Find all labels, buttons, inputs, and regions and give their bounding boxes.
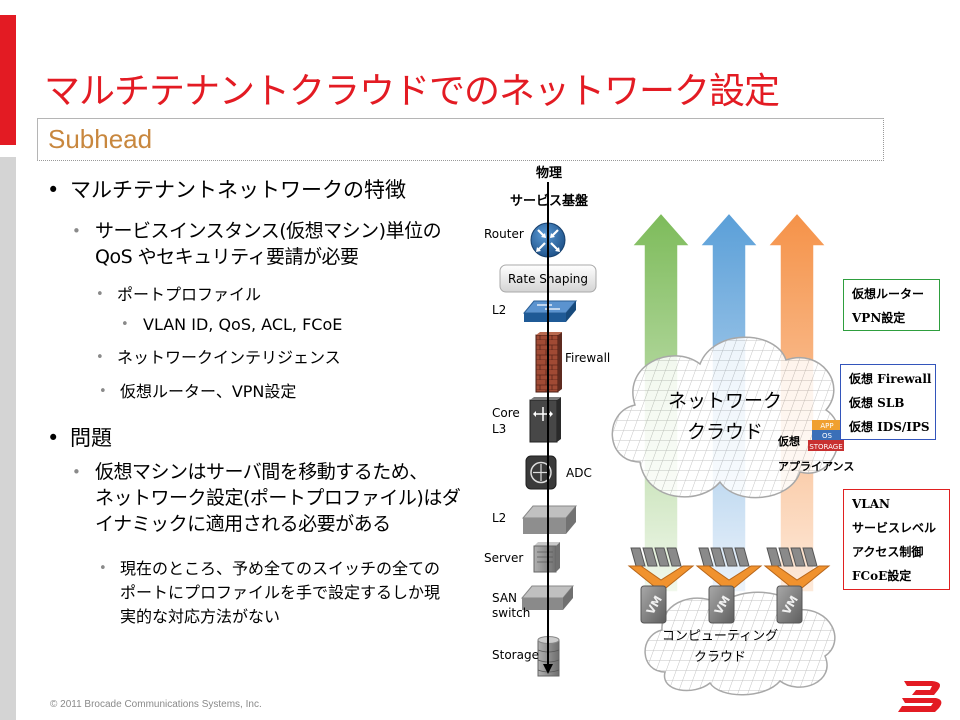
bullet-virtual-router: 仮想ルーター、VPN設定	[99, 380, 296, 404]
service-flow-arrow	[543, 182, 553, 674]
appliance-stack-icon: APP OS STORAGE	[808, 420, 844, 451]
bullet-line: サービスインスタンス(仮想マシン)単位の	[95, 220, 442, 242]
bullet-network-intelligence: ネットワークインテリジェンス	[96, 346, 341, 370]
bullet-line: イナミックに適用される必要がある	[95, 513, 391, 535]
bullet-line: ポートにプロファイルを手で設定するしか現	[120, 583, 441, 602]
callout-line: 仮想 IDS/IPS	[849, 420, 930, 434]
bullet-line: QoS やセキュリティ要請が必要	[95, 246, 359, 268]
callout-line: FCoE設定	[852, 569, 912, 583]
callout-virtual-router: 仮想ルーター VPN設定	[843, 279, 940, 331]
bullet-features: マルチテナントネットワークの特徴	[47, 176, 406, 204]
copyright-footer: © 2011 Brocade Communications Systems, I…	[50, 699, 262, 710]
compute-cloud: コンピューティング クラウド	[644, 591, 836, 696]
bullet-line: 仮想マシンはサーバ間を移動するため、	[95, 461, 428, 483]
bullet-port-profile-fields: VLAN ID, QoS, ACL, FCoE	[121, 313, 342, 337]
appliance-label: アプライアンス	[778, 459, 854, 473]
callout-edge-settings: VLAN サービスレベル アクセス制御 FCoE設定	[843, 489, 950, 590]
callout-line: サービスレベル	[852, 521, 937, 535]
san-label: switch	[492, 606, 530, 620]
stack-header: サービス基盤	[510, 193, 589, 209]
bullet-line: 実的な対応方法がない	[120, 607, 281, 626]
callout-line: 仮想ルーター	[852, 287, 925, 301]
stack-header: 物理	[536, 165, 562, 181]
layer-label: OS	[822, 432, 833, 440]
core-label: Core	[492, 406, 520, 420]
router-label: Router	[484, 227, 524, 241]
subhead-box: Subhead	[37, 118, 884, 161]
firewall-label: Firewall	[565, 351, 610, 365]
server-icon	[533, 542, 560, 573]
l2-label: L2	[492, 303, 506, 317]
brand-strip-gray	[0, 157, 16, 720]
network-cloud-label: ネットワーク	[668, 390, 782, 412]
compute-cloud-label: コンピューティング	[662, 629, 778, 644]
vm-group: VM	[695, 547, 763, 624]
appliance-label: 仮想	[777, 434, 800, 448]
network-diagram: ネットワーク クラウド APP OS STORAGE 仮想 アプライアンス コン…	[484, 165, 854, 696]
callout-line: 仮想 Firewall	[849, 372, 932, 386]
l2-switch-gray-icon	[521, 505, 578, 534]
bullet-features-detail: サービスインスタンス(仮想マシン)単位の QoS やセキュリティ要請が必要	[72, 218, 442, 270]
compute-cloud-label: クラウド	[694, 650, 746, 665]
vm-group: VM	[627, 547, 695, 624]
callout-line: 仮想 SLB	[849, 396, 905, 410]
vm-icon	[776, 585, 803, 624]
network-cloud-label: クラウド	[687, 421, 763, 443]
callout-virtual-services: 仮想 Firewall 仮想 SLB 仮想 IDS/IPS	[840, 364, 936, 440]
bullet-problem: 問題	[47, 424, 112, 452]
storage-label: Storage	[492, 648, 539, 662]
l2-label: L2	[492, 511, 506, 525]
brand-strip-red	[0, 15, 16, 145]
bullet-port-profile: ポートプロファイル	[96, 283, 261, 307]
layer-label: APP	[820, 422, 833, 430]
core-label: L3	[492, 422, 506, 436]
subhead: Subhead	[48, 124, 153, 154]
core-switch-icon	[529, 397, 561, 443]
brocade-logo	[898, 681, 942, 712]
callout-line: VLAN	[852, 497, 891, 511]
vm-group: VM	[763, 547, 831, 624]
bullet-line: ネットワーク設定(ポートプロファイル)はダ	[95, 487, 461, 509]
adc-icon	[525, 455, 557, 490]
bullet-current-state: 現在のところ、予め全てのスイッチの全ての ポートにプロファイルを手で設定するしか…	[99, 557, 441, 629]
l2-switch-icon	[522, 300, 578, 322]
vm-icon	[640, 585, 667, 624]
callout-line: アクセス制御	[852, 545, 924, 559]
san-label: SAN	[492, 591, 517, 605]
server-label: Server	[484, 551, 523, 565]
san-switch-icon	[520, 585, 575, 610]
network-cloud: ネットワーク クラウド	[611, 336, 840, 499]
vm-icon	[708, 585, 735, 624]
slide-title: マルチテナントクラウドでのネットワーク設定	[44, 71, 780, 112]
bullet-problem-detail: 仮想マシンはサーバ間を移動するため、 ネットワーク設定(ポートプロファイル)はダ…	[72, 459, 461, 537]
layer-label: STORAGE	[809, 443, 842, 451]
adc-label: ADC	[566, 466, 592, 480]
callout-line: VPN設定	[852, 311, 906, 325]
bullet-line: 現在のところ、予め全てのスイッチの全ての	[120, 559, 441, 578]
